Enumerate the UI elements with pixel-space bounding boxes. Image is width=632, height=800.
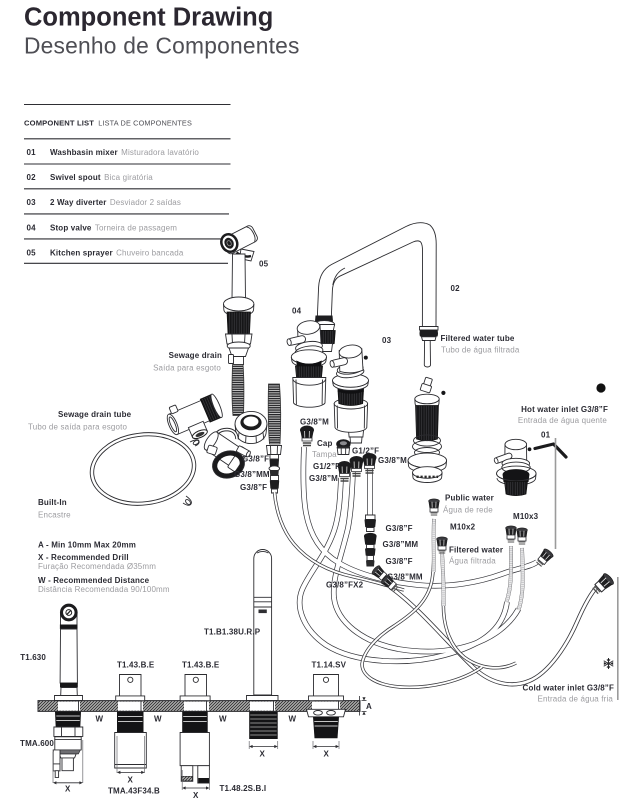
svg-text:Filtered water: Filtered water bbox=[449, 546, 503, 555]
svg-text:G1/2”F: G1/2”F bbox=[352, 447, 379, 456]
svg-text:W: W bbox=[96, 715, 104, 724]
svg-text:Washbasin mixer Misturadora la: Washbasin mixer Misturadora lavatório bbox=[50, 148, 199, 157]
svg-text:T1.B1.38U.R.P: T1.B1.38U.R.P bbox=[204, 628, 261, 637]
svg-text:Filtered water tube: Filtered water tube bbox=[441, 334, 515, 343]
svg-text:TMA.600: TMA.600 bbox=[20, 739, 54, 748]
svg-text:Encastre: Encastre bbox=[38, 511, 71, 520]
svg-text:G1/2”F: G1/2”F bbox=[313, 462, 340, 471]
svg-text:M10x2: M10x2 bbox=[450, 523, 476, 532]
svg-text:G3/8”F: G3/8”F bbox=[386, 557, 413, 566]
svg-text:T1.43.B.E: T1.43.B.E bbox=[117, 661, 155, 670]
svg-text:02: 02 bbox=[27, 173, 37, 182]
svg-text:G3/8”F: G3/8”F bbox=[240, 483, 267, 492]
svg-text:Tubo de saída para esgoto: Tubo de saída para esgoto bbox=[28, 423, 127, 432]
svg-text:Public water: Public water bbox=[445, 494, 494, 503]
svg-text:G3/8”M: G3/8”M bbox=[378, 456, 407, 465]
svg-text:M10x3: M10x3 bbox=[513, 512, 539, 521]
svg-text:Sewage drain: Sewage drain bbox=[169, 351, 222, 360]
svg-text:W: W bbox=[219, 715, 227, 724]
svg-text:Stop valve Torneira de passage: Stop valve Torneira de passagem bbox=[50, 223, 177, 232]
svg-text:X: X bbox=[193, 791, 199, 800]
svg-text:Swivel spout Bica giratória: Swivel spout Bica giratória bbox=[50, 173, 153, 182]
svg-text:Entrada de água fria: Entrada de água fria bbox=[538, 695, 614, 704]
svg-text:G3/8”MM: G3/8”MM bbox=[383, 540, 419, 549]
svg-text:G3/8”F: G3/8”F bbox=[386, 524, 413, 533]
svg-text:Sewage drain tube: Sewage drain tube bbox=[58, 410, 132, 419]
svg-text:03: 03 bbox=[27, 198, 37, 207]
svg-text:Distância Recomendada 90/100mm: Distância Recomendada 90/100mm bbox=[38, 585, 170, 594]
svg-text:X: X bbox=[128, 776, 134, 785]
svg-text:W: W bbox=[289, 715, 297, 724]
svg-text:G3/8”MM: G3/8”MM bbox=[234, 470, 270, 479]
svg-text:T1.630: T1.630 bbox=[20, 653, 46, 662]
svg-text:Furação Recomendada Ø35mm: Furação Recomendada Ø35mm bbox=[38, 562, 156, 571]
svg-text:Cold water inlet G3/8”F: Cold water inlet G3/8”F bbox=[523, 684, 614, 693]
svg-text:Desenho de Componentes: Desenho de Componentes bbox=[24, 33, 300, 59]
svg-text:Hot water inlet G3/8”F: Hot water inlet G3/8”F bbox=[521, 405, 608, 414]
svg-text:T1.43.B.E: T1.43.B.E bbox=[182, 661, 220, 670]
svg-text:Saída para esgoto: Saída para esgoto bbox=[153, 364, 221, 373]
svg-text:2 Way diverter Desviador 2 saí: 2 Way diverter Desviador 2 saídas bbox=[50, 198, 181, 207]
svg-text:W - Recommended Distance: W - Recommended Distance bbox=[38, 576, 150, 585]
svg-text:04: 04 bbox=[27, 223, 37, 232]
svg-text:Cap: Cap bbox=[317, 439, 333, 448]
svg-text:W: W bbox=[154, 715, 162, 724]
svg-text:COMPONENT LIST LISTA DE COMPON: COMPONENT LIST LISTA DE COMPONENTES bbox=[24, 119, 192, 128]
svg-text:G3/8”FX2: G3/8”FX2 bbox=[326, 581, 364, 590]
svg-text:01: 01 bbox=[27, 148, 37, 157]
svg-text:T1.48.2S.B.I: T1.48.2S.B.I bbox=[220, 784, 267, 793]
svg-text:G3/8”M: G3/8”M bbox=[300, 418, 329, 427]
svg-text:A: A bbox=[366, 702, 372, 711]
svg-text:03: 03 bbox=[382, 336, 392, 345]
svg-text:G3/8”MM: G3/8”MM bbox=[387, 573, 423, 582]
svg-text:X: X bbox=[324, 750, 330, 759]
svg-text:X - Recommended Drill: X - Recommended Drill bbox=[38, 553, 129, 562]
svg-text:02: 02 bbox=[451, 284, 461, 293]
svg-text:Entrada de água quente: Entrada de água quente bbox=[518, 416, 608, 425]
svg-text:A - Min 10mm Max 20mm: A - Min 10mm Max 20mm bbox=[38, 541, 136, 550]
svg-text:TMA.43F34.B: TMA.43F34.B bbox=[108, 787, 160, 796]
svg-text:Água filtrada: Água filtrada bbox=[449, 557, 496, 566]
svg-text:01: 01 bbox=[541, 431, 551, 440]
svg-text:Kitchen sprayer Chuveiro banca: Kitchen sprayer Chuveiro bancada bbox=[50, 248, 184, 257]
svg-text:05: 05 bbox=[259, 260, 269, 269]
svg-text:Built-In: Built-In bbox=[38, 498, 67, 507]
svg-text:Tubo de água filtrada: Tubo de água filtrada bbox=[441, 346, 520, 355]
svg-text:05: 05 bbox=[27, 248, 37, 257]
svg-text:04: 04 bbox=[292, 307, 302, 316]
svg-text:G3/8”M: G3/8”M bbox=[309, 474, 338, 483]
svg-text:Component Drawing: Component Drawing bbox=[24, 4, 273, 32]
svg-text:T1.14.SV: T1.14.SV bbox=[312, 661, 347, 670]
svg-text:Tampa: Tampa bbox=[312, 450, 337, 459]
svg-text:X: X bbox=[65, 785, 71, 794]
svg-text:X: X bbox=[260, 750, 266, 759]
svg-text:Água de rede: Água de rede bbox=[443, 506, 493, 515]
svg-text:G3/8”F: G3/8”F bbox=[242, 455, 269, 464]
